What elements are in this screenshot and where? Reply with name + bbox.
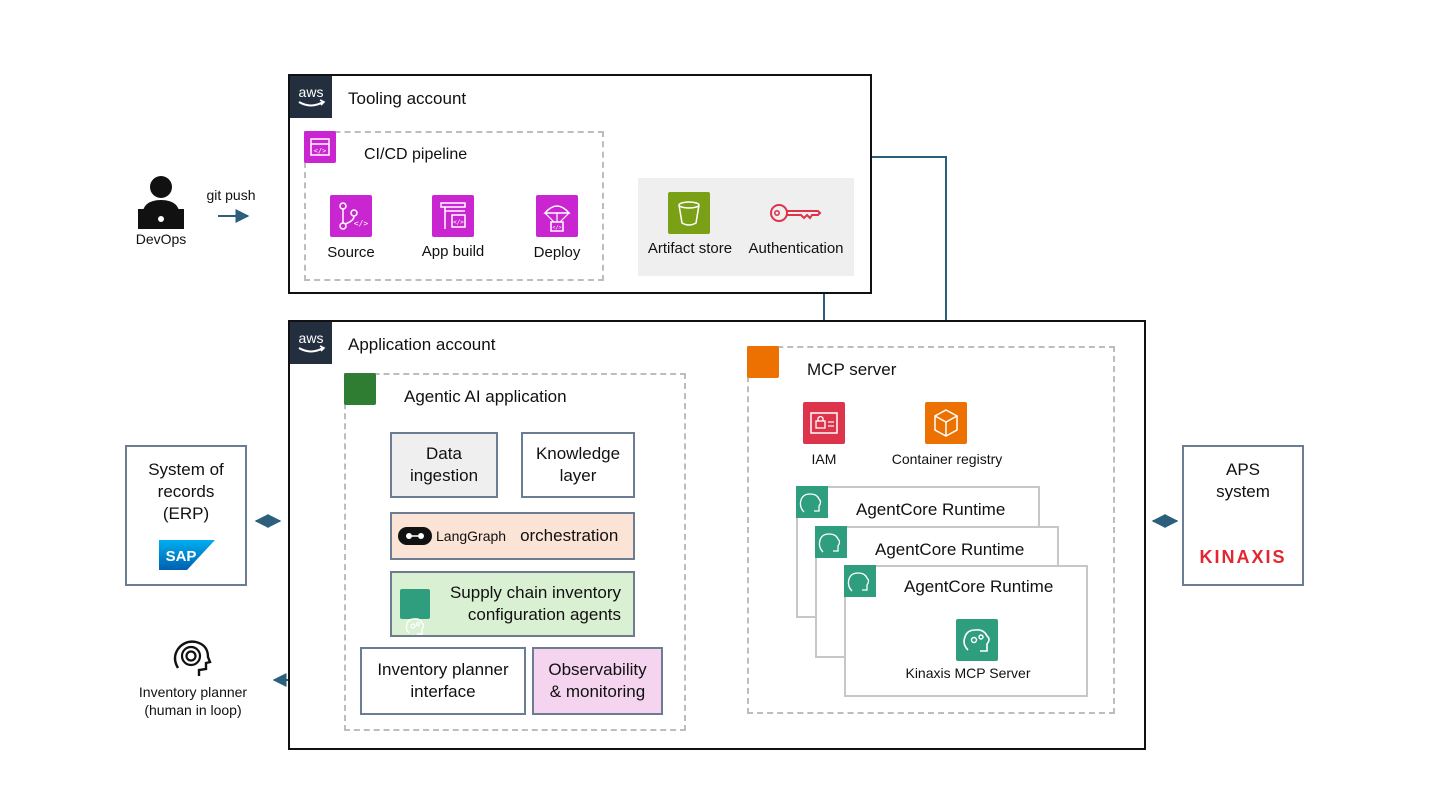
agentcore-brain-icon [844,565,876,597]
devops-label: DevOps [135,231,187,247]
agentcore-brain-icon [815,526,847,558]
aws-logo-icon: aws [290,322,332,364]
s3-bucket-icon [668,192,710,234]
orchestration-box: LangGraph orchestration [390,512,635,560]
data-ingestion-label: Data ingestion [409,444,479,485]
application-account: aws Application account Agentic AI appli… [288,320,1146,750]
aws-logo-icon: aws [290,76,332,118]
iam-icon [803,402,845,444]
codebuild-icon: </> [432,195,474,237]
agentcore-runtime-title: AgentCore Runtime [904,577,1054,596]
knowledge-layer-label: Knowledge layer [535,444,621,485]
agentcore-runtime-card: AgentCore Runtime Kinaxis MCP Server [844,565,1088,697]
developer-icon [138,176,184,229]
mcp-server-icon [747,346,779,378]
erp-title: System of records (ERP) [148,460,224,523]
svg-text:</>: </> [453,219,464,226]
stage-label-source: Source [327,244,375,261]
inventory-planner-label: Inventory planner (human in loop) [138,684,248,718]
stage-label-deploy: Deploy [533,244,581,261]
codedeploy-icon: </> [536,195,578,237]
langgraph-logo-icon [398,527,432,545]
agentcore-runtime-title: AgentCore Runtime [856,500,1006,519]
data-ingestion-box: Data ingestion [390,432,498,498]
tooling-account: aws Tooling account </> CI/CD pipeline <… [288,74,872,294]
svg-text:aws: aws [299,330,324,346]
agentcore-brain-icon [796,486,828,518]
planner-interface-label: Inventory planner interface [377,660,509,701]
agents-box: Supply chain inventory configuration age… [390,571,635,637]
svg-text:</>: </> [552,225,561,231]
agentic-group-icon [344,373,376,405]
codepipeline-icon: </> [304,131,336,163]
container-registry-label: Container registry [891,451,1003,467]
stage-label-app-build: App build [421,243,485,260]
agents-label: Supply chain inventory configuration age… [449,583,621,624]
knowledge-layer-box: Knowledge layer [521,432,635,498]
kinaxis-logo-text: KINAXIS [1199,547,1287,567]
authentication-label: Authentication [748,240,844,257]
cicd-pipeline-group: </> CI/CD pipeline </> Source </> App bu… [304,131,604,281]
mcp-server-group: MCP server IAM Container registry AgentC… [747,346,1115,714]
mcp-server-title: MCP server [807,360,897,379]
sap-logo-icon: SAP [159,540,215,570]
inventory-planner-actor: Inventory planner (human in loop) [120,638,268,722]
agentic-ai-group: Agentic AI application Data ingestion Kn… [344,373,686,731]
svg-text:aws: aws [299,84,324,100]
svg-text:</>: </> [354,219,369,228]
cicd-pipeline-title: CI/CD pipeline [364,146,468,163]
iam-label: IAM [811,451,837,467]
artifact-auth-panel: Artifact store Authentication [638,178,854,276]
kinaxis-mcp-server-label: Kinaxis MCP Server [905,665,1031,681]
human-head-icon [173,640,212,676]
observability-label: Observability & monitoring [548,660,647,701]
orchestration-label: orchestration [520,526,619,545]
artifact-store-label: Artifact store [647,240,733,257]
devops-actor: DevOps [128,175,194,255]
codecommit-icon: </> [330,195,372,237]
agent-brain-icon [400,589,430,635]
planner-interface-box: Inventory planner interface [360,647,526,715]
erp-system-box: System of records (ERP) SAP [125,445,247,586]
observability-box: Observability & monitoring [532,647,663,715]
key-icon [768,198,824,228]
git-push-label: git push [206,187,256,203]
sap-logo-text: SAP [166,548,197,565]
container-registry-icon [925,402,967,444]
agentcore-runtime-title: AgentCore Runtime [875,540,1025,559]
langgraph-brand-label: LangGraph [436,528,507,544]
svg-text:</>: </> [314,147,327,155]
kinaxis-mcp-brain-icon [956,619,998,661]
application-account-title: Application account [348,335,496,354]
agentic-ai-title: Agentic AI application [404,387,567,406]
aps-title: APS system [1216,460,1270,501]
aps-system-box: APS system KINAXIS [1182,445,1304,586]
tooling-account-title: Tooling account [348,89,467,108]
